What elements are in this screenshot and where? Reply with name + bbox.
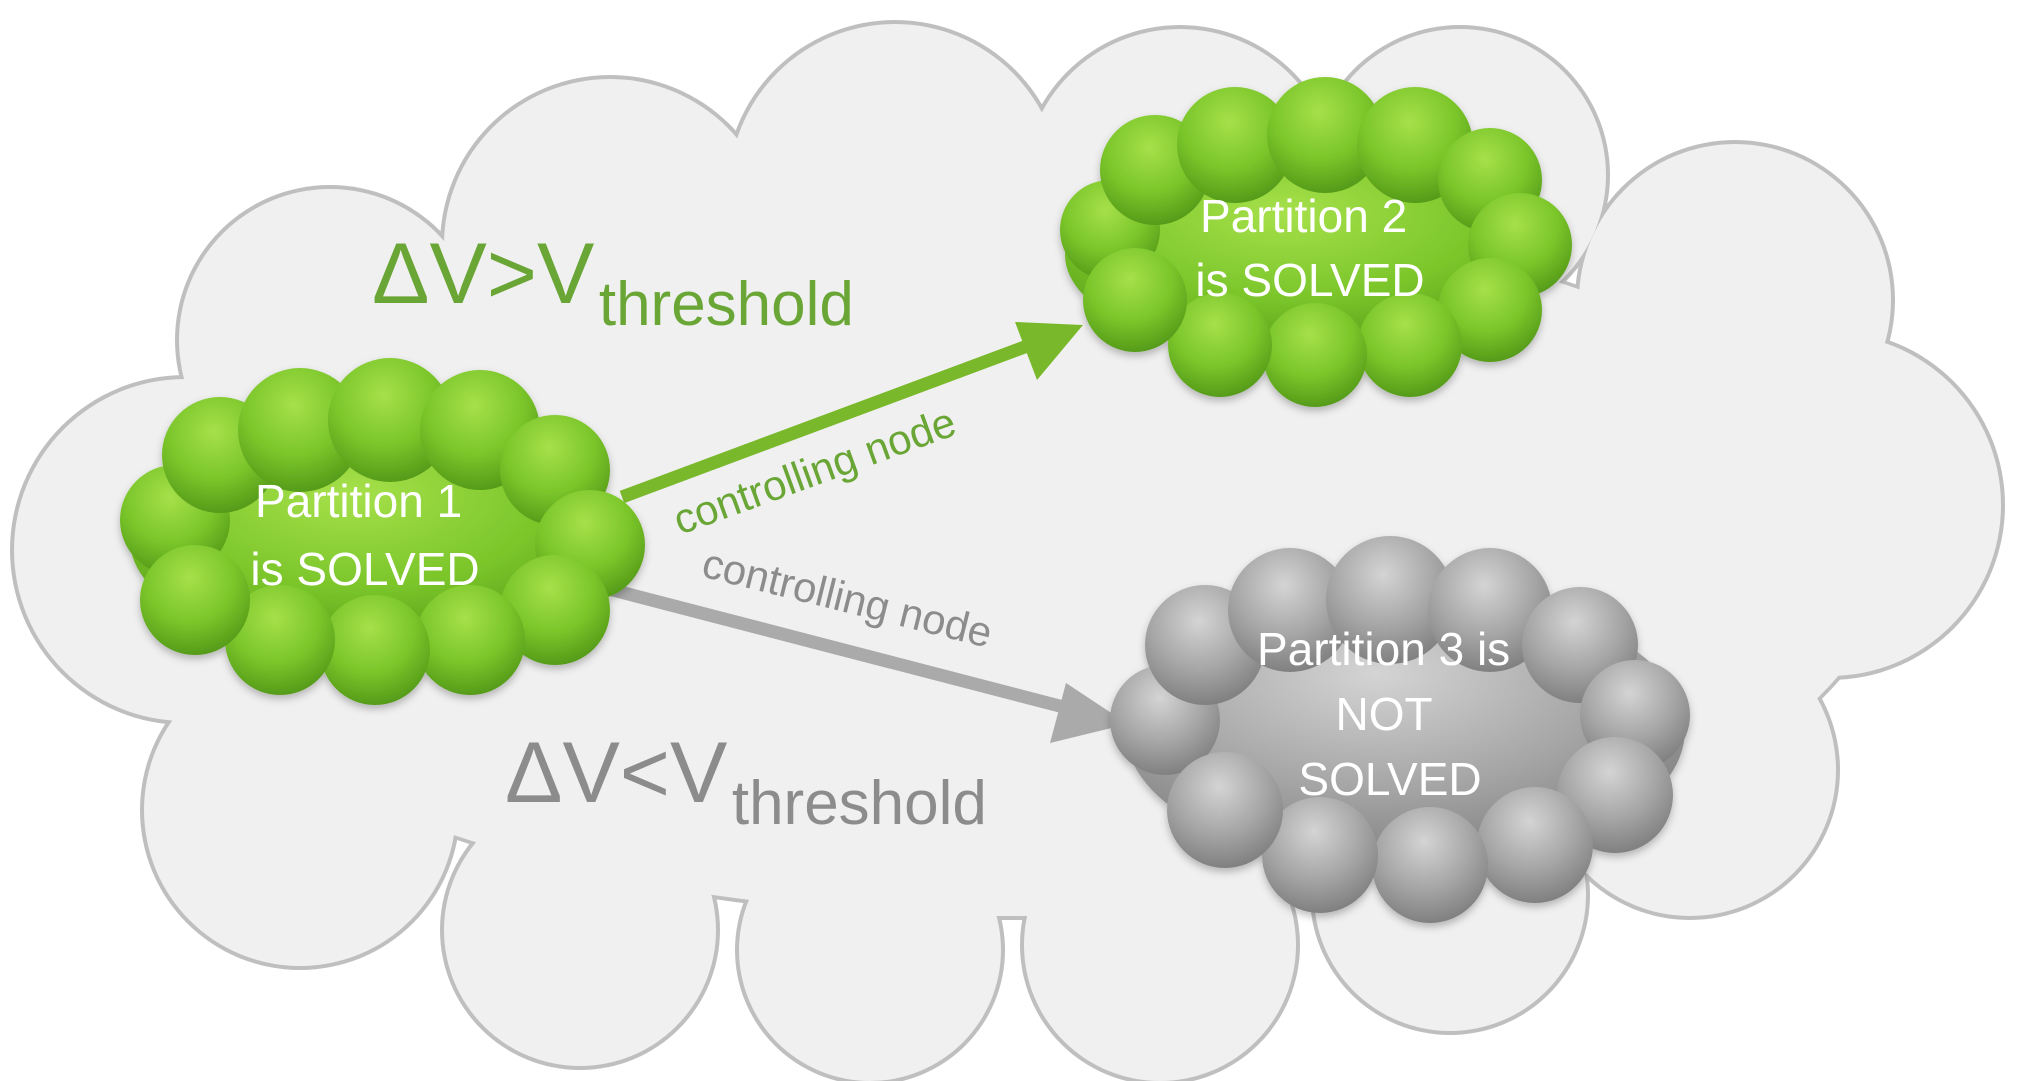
partition-1-cloud [120,358,645,705]
partition-2-label: Partition 2 is SOLVED [1195,190,1424,306]
partition-3-cloud [1110,536,1690,923]
partition-1-label: Partition 1 is SOLVED [250,475,479,595]
arrow-to-partition-2 [619,322,1083,504]
condition-below-threshold: ΔV<V threshold [505,725,987,838]
partition-2-cloud [1060,77,1572,407]
condition-above-threshold: ΔV>V threshold [372,226,854,339]
partition-3-label: Partition 3 is NOT SOLVED [1257,623,1523,805]
arrow-to-partition-3 [603,581,1128,743]
